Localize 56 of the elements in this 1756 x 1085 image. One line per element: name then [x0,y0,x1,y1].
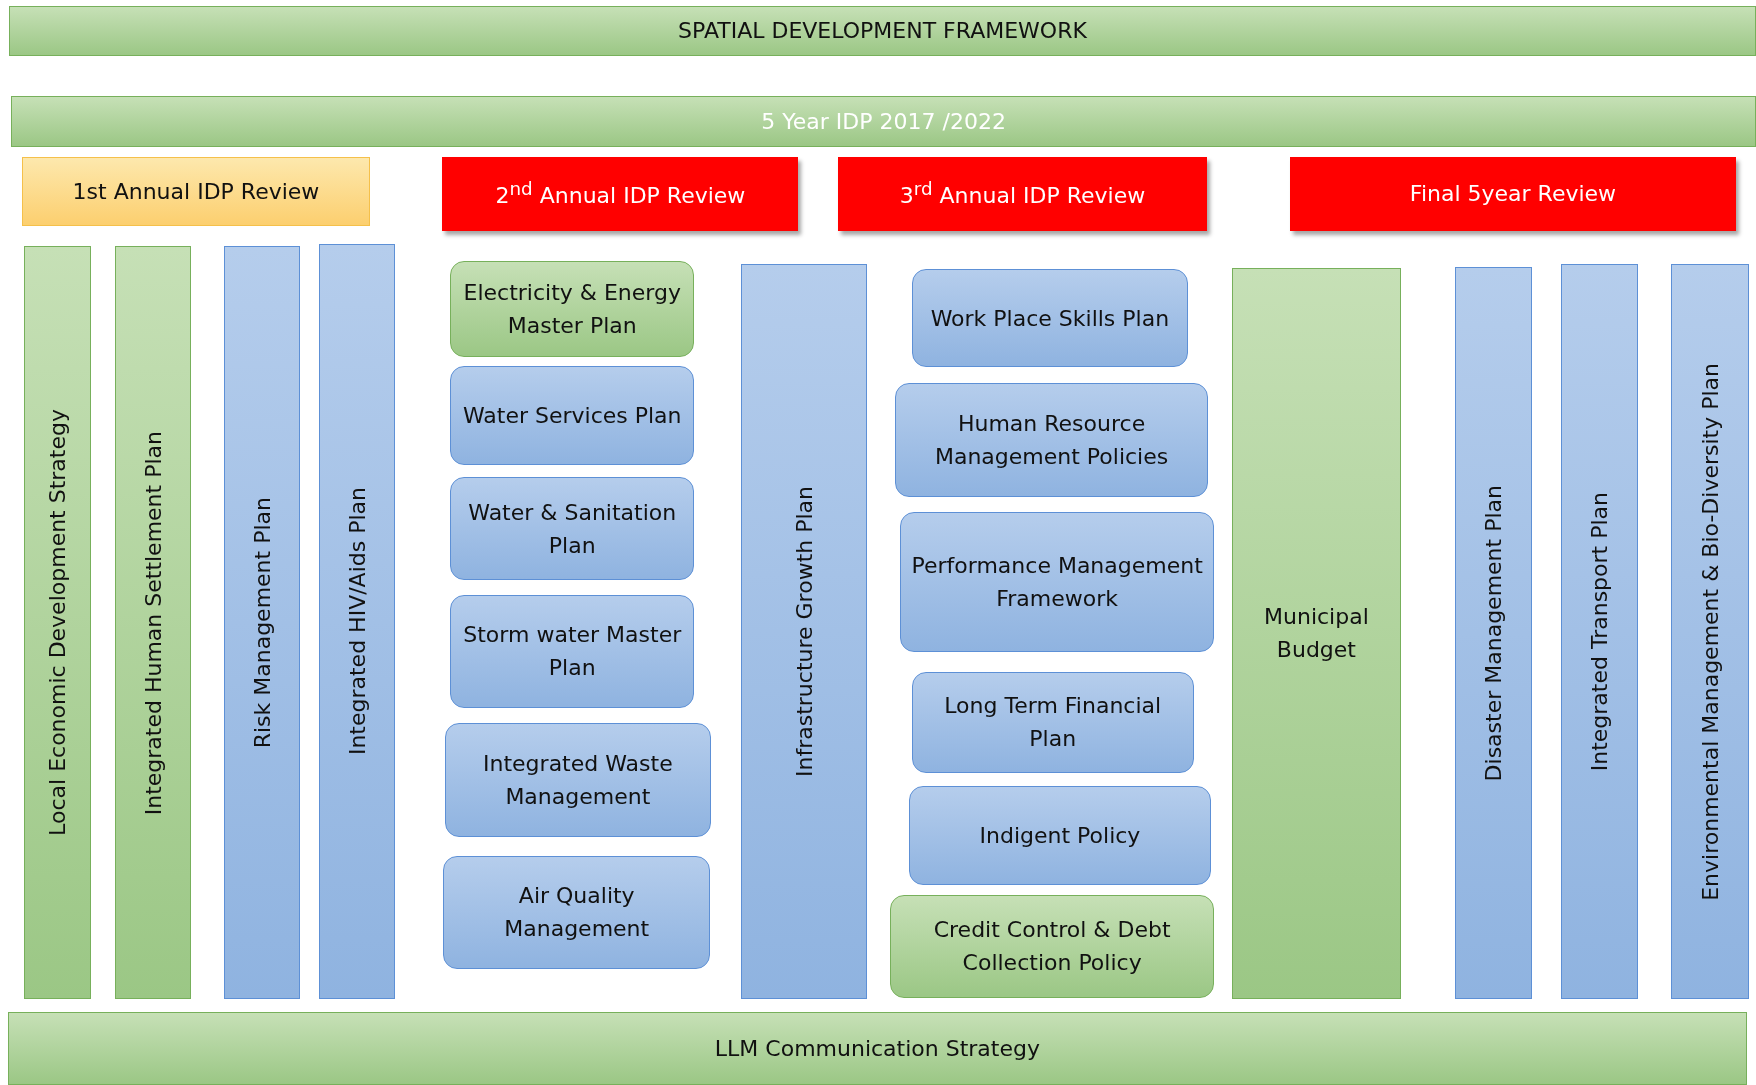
plan-title: 3$^{rd}$ Annual IDP Review [898,177,1147,211]
plan-title: Storm water Master Plan [462,621,683,683]
plan-title: Infrastructure Growth Plan [790,486,818,778]
plan-title: Integrated Waste Management [482,750,674,811]
plan-title: Electricity & Energy Master Plan [462,279,682,341]
plan-title: Final 5year Review [1408,180,1618,209]
plan-title: Work Place Skills Plan [929,304,1171,333]
plan-box [890,894,1214,998]
plan-box [450,366,695,465]
plan-box [911,268,1189,368]
plan-column [1670,264,1750,999]
plan-column [23,246,91,999]
plan-title: Local Economic Development Strategy [43,409,71,837]
plan-title: Municipal Budget [1263,603,1370,665]
plan-box [911,671,1194,773]
plan-title: Integrated Human Settlement Plan [139,430,167,815]
plan-title: Disaster Management Plan [1479,484,1507,781]
plan-box [450,260,695,358]
plan-title: 5 Year IDP 2017 /2022 [760,108,1007,136]
plan-title: Integrated HIV/Aids Plan [343,487,371,756]
plan-column [1231,267,1401,999]
banner-bar [11,96,1756,147]
plan-title: 2$^{nd}$ Annual IDP Review [494,177,747,211]
plan-box [444,723,712,837]
plan-title: Integrated Transport Plan [1586,492,1614,772]
plan-column [319,244,396,999]
banner-bar [8,5,1756,56]
plan-title: Air Quality Management [503,882,651,944]
plan-title: Credit Control & Debt Collection Policy [932,916,1172,978]
banner-bar [7,1012,1747,1085]
plan-title: Long Term Financial Plan [943,692,1163,754]
plan-column [223,246,301,999]
plan-title: Performance Management Framework [910,551,1204,613]
review-header-box [837,156,1208,231]
review-header-box [22,156,370,227]
plan-column [741,264,867,999]
plan-title: 1st Annual IDP Review [71,178,321,206]
plan-title: Human Resource Management Policies [933,410,1170,472]
plan-box [450,594,695,708]
plan-box [909,786,1211,885]
plan-title: Risk Management Plan [248,497,276,749]
plan-box [900,511,1214,652]
plan-title: Water Services Plan [461,401,683,430]
plan-title: Water & Sanitation Plan [467,498,678,560]
plan-box [894,383,1209,498]
review-header-box [442,156,799,231]
plan-title: Environmental Management & Bio-Diversity Plan [1696,362,1724,901]
plan-title: Indigent Policy [978,821,1142,850]
plan-box [443,855,710,969]
plan-column [115,246,192,999]
review-header-box [1290,156,1736,231]
plan-title: LLM Communication Strategy [713,1035,1041,1064]
plan-column [1454,266,1532,999]
plan-column [1561,264,1639,999]
plan-title: SPATIAL DEVELOPMENT FRAMEWORK [677,17,1088,46]
plan-box [450,477,695,581]
